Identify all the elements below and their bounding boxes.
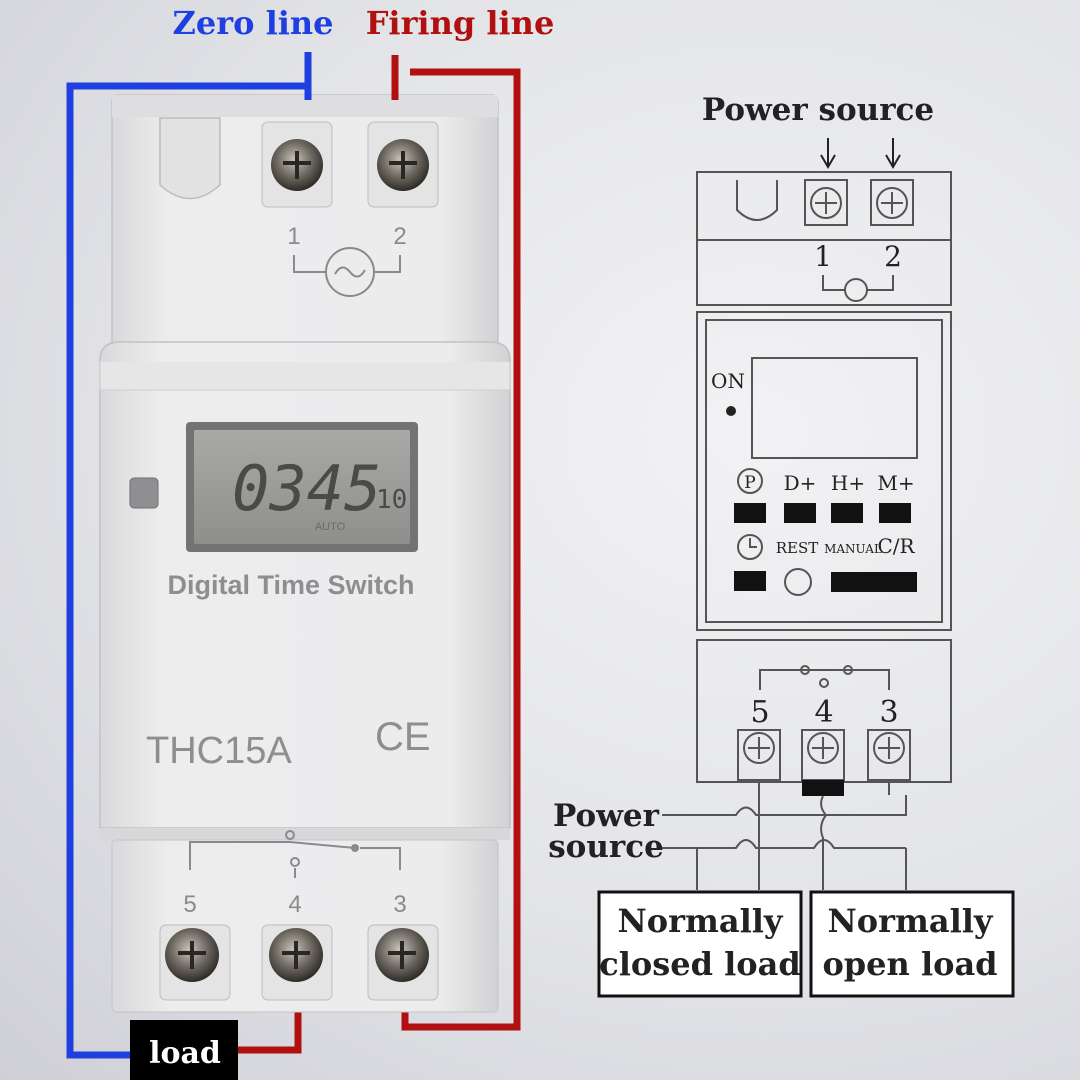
load-box bbox=[130, 1020, 238, 1080]
schematic-screw-1 bbox=[810, 187, 842, 219]
top-slot bbox=[159, 117, 221, 200]
schematic-btn-label-m: M+ bbox=[877, 471, 914, 495]
schematic-button-manual-cr[interactable] bbox=[831, 572, 917, 592]
schematic-btn-label-h: H+ bbox=[831, 471, 865, 495]
schematic-screw-crosses bbox=[815, 192, 903, 214]
relay-pivot-dot bbox=[351, 844, 359, 852]
schematic-lcd bbox=[751, 357, 918, 459]
schematic-screw-2 bbox=[876, 187, 908, 219]
schematic-rest-label: REST bbox=[776, 539, 819, 557]
time-switch-device: 1 2 0345 10 AUTO Digital Time Switch THC… bbox=[99, 94, 511, 1013]
device-model: THC15A bbox=[146, 730, 292, 772]
schematic-screw-4 bbox=[807, 732, 839, 764]
schematic-top-body bbox=[696, 240, 952, 306]
relay-contact-symbol bbox=[189, 841, 401, 870]
schematic-bottom-terminal-4: 4 bbox=[814, 695, 833, 730]
schematic-top-terminal-1: 1 bbox=[814, 240, 832, 273]
schematic-ac-leads bbox=[822, 275, 894, 291]
schematic-relay-right bbox=[848, 669, 890, 690]
load-label: load bbox=[149, 1036, 221, 1071]
schematic-top-terminal-2: 2 bbox=[884, 240, 902, 273]
lcd-seconds: 10 bbox=[376, 485, 407, 515]
lcd-screen bbox=[194, 430, 410, 544]
ac-symbol-leads bbox=[293, 255, 401, 273]
schematic-bay-3 bbox=[867, 729, 911, 781]
relay-nc-dot bbox=[290, 857, 300, 867]
normally-closed-load-box bbox=[597, 890, 803, 998]
front-panel-base bbox=[100, 828, 510, 840]
schematic-bay-1 bbox=[804, 179, 848, 226]
zero-line-label: Zero line bbox=[173, 4, 334, 42]
ac-symbol-circle bbox=[325, 247, 375, 297]
schematic-front-panel bbox=[696, 311, 952, 631]
normally-open-load-box bbox=[809, 890, 1015, 998]
schematic-button-p[interactable] bbox=[734, 503, 766, 523]
screw-slot-4 bbox=[282, 941, 310, 969]
panel-lid-edge bbox=[99, 362, 511, 391]
schematic-power-wire-1 bbox=[662, 795, 907, 816]
schematic-bottom-terminal-5: 5 bbox=[750, 695, 769, 730]
nc-load-line2: closed load bbox=[599, 945, 800, 983]
schematic-drawing: Power source 1 2 ON P D+ H+ M+ REST bbox=[548, 92, 1015, 998]
schematic-button-clock[interactable] bbox=[734, 571, 766, 591]
schematic-cr-label: C/R bbox=[877, 534, 915, 558]
screw-slot-1 bbox=[283, 151, 311, 179]
firing-line-label: Firing line bbox=[366, 4, 555, 42]
ce-mark: CE bbox=[375, 715, 431, 759]
schematic-button-h[interactable] bbox=[831, 503, 863, 523]
top-rail bbox=[112, 95, 498, 117]
schematic-manual-label: MANUAL bbox=[824, 542, 882, 556]
schematic-bottom-housing bbox=[696, 639, 952, 783]
device-top-terminal-1: 1 bbox=[287, 223, 300, 250]
schematic-bottom-terminal-3: 3 bbox=[879, 695, 898, 730]
device-title: Digital Time Switch bbox=[167, 570, 414, 600]
schematic-relay-dot-a bbox=[800, 665, 810, 675]
screw-slot-3 bbox=[388, 941, 416, 969]
device-bottom-terminal-5: 5 bbox=[183, 891, 196, 918]
schematic-btn-label-d: D+ bbox=[784, 471, 817, 495]
schematic-p-icon bbox=[737, 468, 763, 494]
device-top-terminal-2: 2 bbox=[393, 223, 406, 250]
schematic-power-source-top: Power source bbox=[702, 92, 934, 128]
schematic-return-leads bbox=[696, 848, 907, 890]
schematic-button-rest[interactable] bbox=[784, 568, 812, 596]
no-load-line2: open load bbox=[822, 945, 997, 983]
schematic-button-d[interactable] bbox=[784, 503, 816, 523]
schematic-clock-icon bbox=[737, 534, 763, 560]
schematic-panel-inner bbox=[705, 319, 943, 623]
schematic-power-left-1: Power bbox=[553, 798, 660, 834]
ac-wave-icon bbox=[334, 266, 366, 278]
device-bottom-terminal-3: 3 bbox=[393, 891, 406, 918]
power-arrow-2 bbox=[885, 138, 901, 169]
schematic-bay-5 bbox=[737, 729, 781, 781]
power-arrow-1 bbox=[820, 138, 836, 169]
schematic-clock-hands bbox=[749, 538, 757, 548]
schematic-p-symbol: P bbox=[744, 473, 755, 493]
schematic-screw-3 bbox=[873, 732, 905, 764]
schematic-relay-dot-c bbox=[819, 678, 829, 688]
schematic-button-m[interactable] bbox=[879, 503, 911, 523]
on-indicator-led bbox=[129, 477, 159, 509]
relay-contact-dot bbox=[285, 830, 295, 840]
schematic-on-led bbox=[726, 406, 736, 416]
schematic-top-slot bbox=[736, 180, 778, 221]
schematic-bottom-screw-crosses bbox=[748, 737, 900, 759]
schematic-lead-4 bbox=[820, 795, 828, 890]
screw-slot-2 bbox=[389, 151, 417, 179]
lcd-time-digits: 0345 bbox=[232, 452, 381, 525]
nc-load-line1: Normally bbox=[618, 902, 784, 940]
schematic-power-wire-2 bbox=[662, 839, 906, 849]
schematic-screw-5 bbox=[743, 732, 775, 764]
no-load-line1: Normally bbox=[828, 902, 994, 940]
schematic-bay-2 bbox=[870, 179, 914, 226]
schematic-ac-circle bbox=[844, 278, 868, 302]
schematic-terminal-4-clamp bbox=[802, 780, 844, 796]
device-bottom-terminal-4: 4 bbox=[288, 891, 301, 918]
schematic-power-left-2: source bbox=[548, 829, 664, 865]
screw-slot-5 bbox=[178, 941, 206, 969]
schematic-on-label: ON bbox=[711, 369, 745, 393]
lcd-mode: AUTO bbox=[315, 521, 346, 533]
